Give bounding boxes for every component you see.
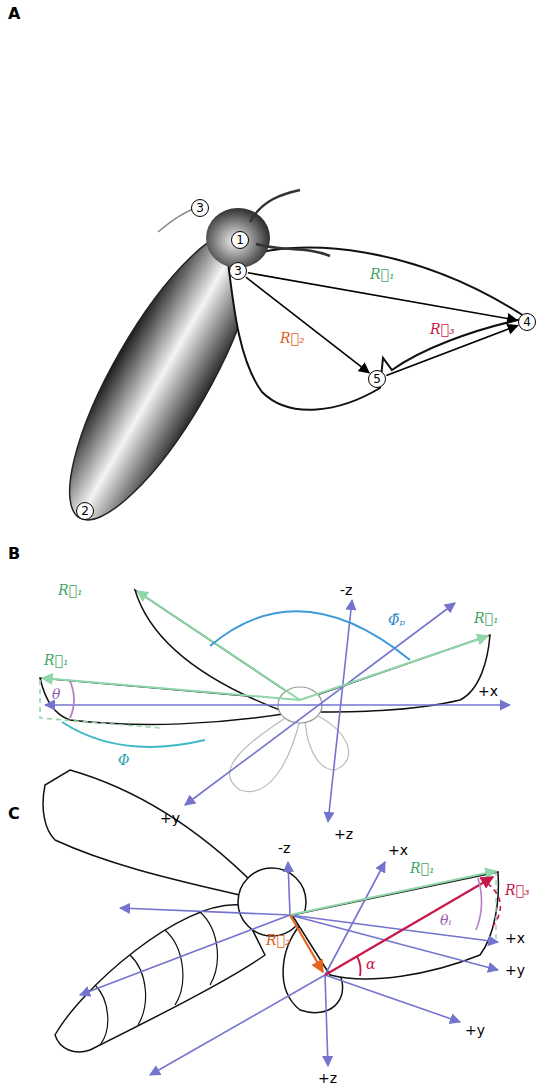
axis-label: -z xyxy=(278,840,290,856)
axis-label: Φ̃ₚ xyxy=(388,612,405,628)
axis-label: R⃗₁ xyxy=(58,582,83,598)
axis-label: +y xyxy=(505,962,525,978)
panel-letter: A xyxy=(8,6,20,22)
axis-label: R⃗₃ xyxy=(505,882,530,898)
panel-letter: C xyxy=(8,806,20,822)
vector-label: R⃗₂ xyxy=(280,330,305,346)
axis-label: Φ xyxy=(118,752,129,768)
panel-letter: B xyxy=(8,546,20,562)
callout-circle: 3 xyxy=(229,262,247,280)
callout-circle: 2 xyxy=(76,502,94,520)
axis-label: +y xyxy=(465,1022,485,1038)
axis-label: R⃗₁ xyxy=(410,860,435,876)
vector-label: R⃗₁ xyxy=(370,266,395,282)
callout-circle: 5 xyxy=(368,370,386,388)
axis-label: +z xyxy=(334,826,353,842)
axis-label: R⃗₁ xyxy=(474,610,499,626)
vector-arrow xyxy=(246,277,369,373)
callout-number: 5 xyxy=(373,372,381,386)
vector-label: R⃗₃ xyxy=(430,321,455,337)
callout-number: 4 xyxy=(523,315,531,329)
callout-number: 2 xyxy=(81,504,89,518)
axis-label: +x xyxy=(478,683,498,699)
axis-label: R⃗₂ xyxy=(266,932,291,948)
axis-label: +x xyxy=(505,930,525,946)
axis-label: θᵢ xyxy=(440,912,451,928)
callout-number: 1 xyxy=(236,233,244,247)
axis-label: θ xyxy=(52,686,60,702)
callout-circle: 1 xyxy=(231,231,249,249)
axis-label: R⃗₁ xyxy=(44,652,69,668)
axis-label: +x xyxy=(388,842,408,858)
callout-circle: 4 xyxy=(518,313,536,331)
callout-number: 3 xyxy=(196,201,204,215)
axis-label: α xyxy=(366,956,375,972)
callout-number: 3 xyxy=(234,264,242,278)
axis-label: +z xyxy=(318,1070,337,1086)
callout-circle: 3 xyxy=(191,199,209,217)
axis-label: +y xyxy=(160,810,180,826)
axis-label: -z xyxy=(340,582,352,598)
